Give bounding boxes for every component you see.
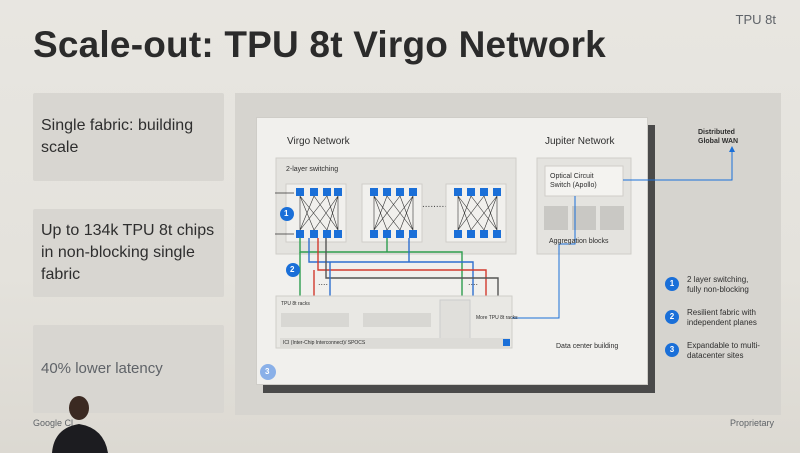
feature-card-text: Up to 134k TPU 8t chips in non-blocking … bbox=[41, 222, 215, 283]
wan-link bbox=[623, 150, 733, 181]
rack-strip bbox=[363, 313, 431, 327]
legend-number: 1 bbox=[665, 277, 679, 291]
ellipsis-dots: ......... bbox=[422, 199, 447, 210]
marker-2 bbox=[286, 263, 300, 277]
jupiter-network-title: Jupiter Network bbox=[545, 136, 615, 147]
marker-3-number: 3 bbox=[265, 367, 270, 376]
legend-text: Expandable to multi-datacenter sites bbox=[687, 341, 760, 360]
aggregation-block bbox=[572, 206, 596, 230]
svg-text:....: .... bbox=[318, 277, 328, 287]
footer-proprietary: Proprietary bbox=[729, 418, 774, 428]
switch-group-3 bbox=[445, 183, 507, 243]
switch-group-1 bbox=[275, 183, 347, 243]
virgo-network-title: Virgo Network bbox=[287, 136, 350, 147]
switching-label: 2-layer switching bbox=[286, 166, 339, 173]
marker-1-number: 1 bbox=[284, 209, 289, 218]
feature-card-1: Single fabric: building scale bbox=[33, 93, 224, 181]
legend-text: 2 layer switching, fully non-blocking bbox=[687, 275, 749, 294]
feature-card-2: Up to 134k TPU 8t chips in non-blocking … bbox=[33, 209, 224, 297]
rack-ocs-link bbox=[512, 196, 576, 319]
slide-title: Scale-out: TPU 8t Virgo Network bbox=[33, 24, 606, 65]
feature-card-text: 40% lower latency bbox=[41, 360, 163, 377]
rack-strip bbox=[281, 313, 349, 327]
racks-label: TPU 8t racks bbox=[281, 301, 310, 307]
ici-bar bbox=[280, 338, 510, 347]
datacenter-label: Data center building bbox=[556, 343, 619, 350]
rack-strip bbox=[439, 299, 471, 341]
wan-arrow bbox=[729, 146, 735, 152]
network-planes bbox=[299, 238, 499, 296]
legend-text: Resilient fabric with independent planes bbox=[687, 308, 757, 327]
aggregation-block bbox=[600, 206, 624, 230]
ocs-label: Optical Circuit Switch (Apollo) bbox=[550, 173, 597, 189]
ici-icon bbox=[503, 339, 510, 346]
more-racks-label: More TPU 8t racks bbox=[476, 315, 518, 321]
corner-tag: TPU 8t bbox=[735, 12, 776, 27]
svg-text:....: .... bbox=[468, 277, 478, 287]
marker-1 bbox=[280, 207, 294, 221]
speaker-figure bbox=[52, 396, 108, 453]
marker-2-number: 2 bbox=[290, 265, 295, 274]
footer-brand: Google Cl bbox=[33, 418, 74, 428]
feature-card-3: 40% lower latency bbox=[33, 325, 224, 413]
ici-label: ICI (Inter-Chip Interconnect)/ SPOCS bbox=[283, 340, 366, 346]
marker-3 bbox=[260, 364, 276, 380]
feature-card-text: Single fabric: building scale bbox=[41, 117, 194, 156]
ocs-box bbox=[544, 165, 624, 197]
wan-label: Distributed Global WAN bbox=[698, 129, 739, 145]
switch-group-2 bbox=[361, 183, 423, 243]
aggregation-label: Aggregation blocks bbox=[549, 238, 609, 245]
aggregation-block bbox=[544, 206, 568, 230]
legend-number: 3 bbox=[665, 343, 679, 357]
legend-number: 2 bbox=[665, 310, 679, 324]
